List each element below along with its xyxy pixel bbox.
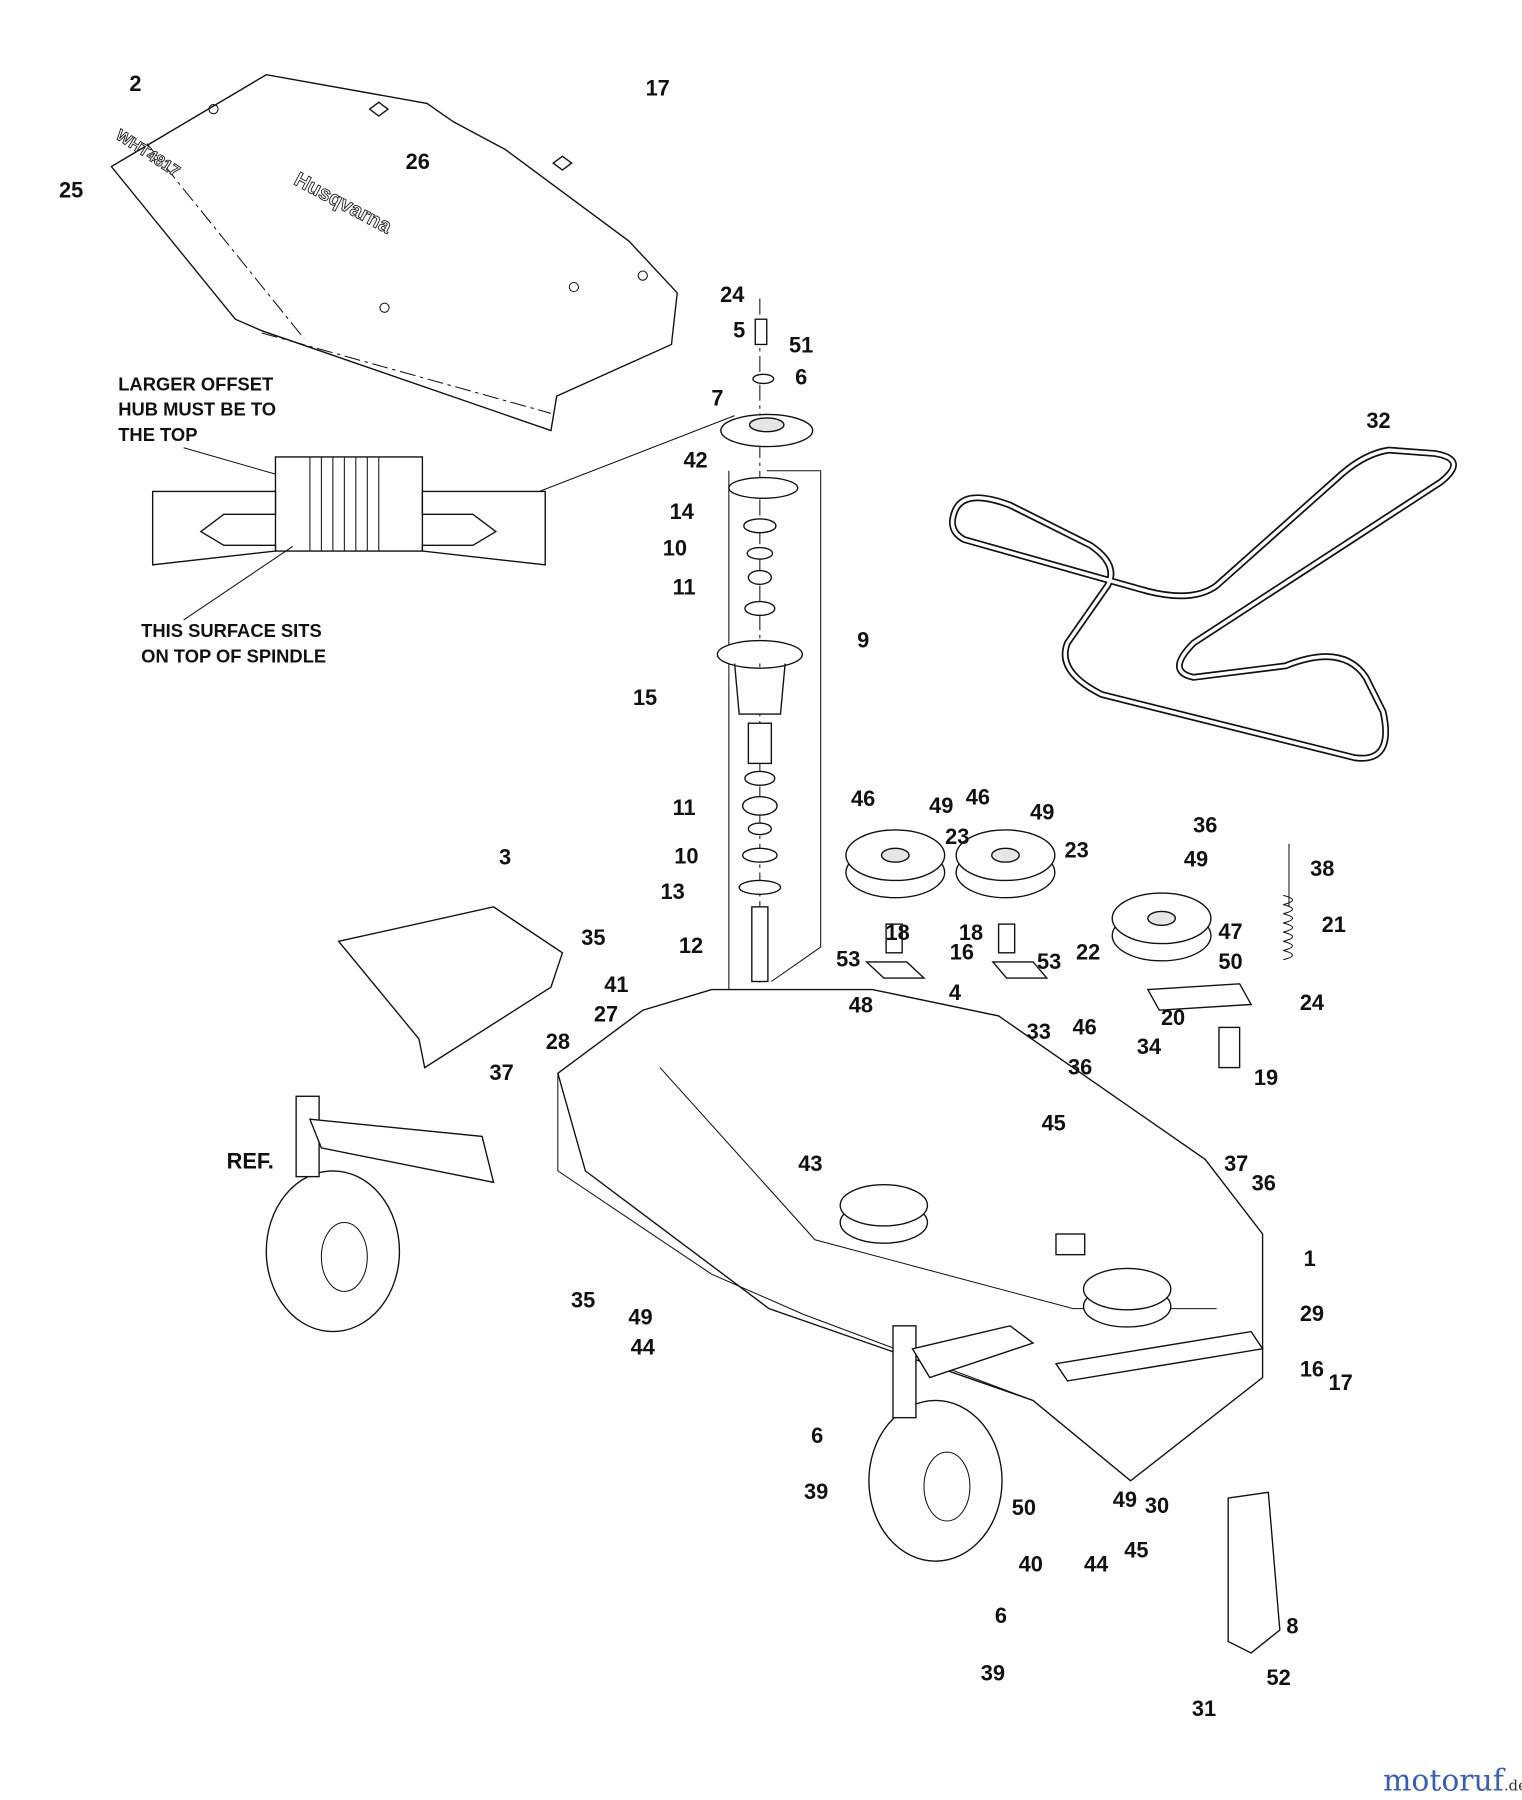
callout-label: 49: [1030, 800, 1054, 825]
callout-label: 36: [1193, 812, 1217, 837]
note-surface-line1: THIS SURFACE SITS: [141, 620, 322, 641]
callout-label: 36: [1252, 1170, 1276, 1195]
callout-label: 30: [1145, 1493, 1169, 1518]
callout-label: 36: [1068, 1054, 1092, 1079]
callout-label: 39: [804, 1479, 828, 1504]
callout-label: 4: [949, 980, 961, 1005]
drive-belt: [949, 446, 1457, 762]
callout-label: 22: [1076, 940, 1100, 965]
callout-label: 6: [811, 1423, 823, 1448]
callout-label: 33: [1027, 1019, 1051, 1044]
callout-label: 16: [950, 940, 974, 965]
callout-label: 10: [663, 536, 687, 561]
deck-cover: Husqvarna WHT4817: [110, 73, 678, 432]
note-offset-hub-line1: LARGER OFFSET: [118, 373, 274, 394]
callout-label: 38: [1310, 856, 1334, 881]
callout-label: 46: [966, 785, 990, 810]
caster-wheels: [265, 1095, 1281, 1654]
callout-label: 6: [795, 365, 807, 390]
callout-label: 15: [633, 685, 657, 710]
callout-label: 18: [959, 920, 983, 945]
callout-label: 32: [1366, 408, 1390, 433]
callout-label: 52: [1267, 1665, 1291, 1690]
callout-label: 43: [798, 1151, 822, 1176]
callout-label: 23: [1065, 838, 1089, 863]
callout-label: 24: [1300, 990, 1324, 1015]
callout-label: 51: [789, 332, 813, 357]
blade: [1227, 1491, 1281, 1654]
callout-label: 46: [851, 786, 875, 811]
callout-label: 37: [1224, 1151, 1248, 1176]
callout-label: 17: [646, 75, 670, 100]
callout-label: 18: [885, 920, 909, 945]
callout-label: 49: [1184, 847, 1208, 872]
mower-deck: [337, 906, 1264, 1482]
callout-label: 44: [631, 1335, 655, 1360]
callout-label: 53: [836, 947, 860, 972]
idler-pulleys: [845, 829, 1293, 1069]
callout-label: 10: [674, 843, 698, 868]
callout-label: 47: [1218, 919, 1242, 944]
callout-label: 39: [981, 1661, 1005, 1686]
callout-label: 40: [1019, 1551, 1043, 1576]
callout-label: 2: [129, 71, 141, 96]
note-surface-line2: ON TOP OF SPINDLE: [141, 645, 326, 666]
callout-label: 5: [733, 318, 745, 343]
callout-label: 27: [594, 1002, 618, 1027]
callout-label: 24: [720, 282, 744, 307]
callout-label: 19: [1254, 1065, 1278, 1090]
watermark-tld: .de: [1504, 1777, 1522, 1795]
callout-label: 44: [1084, 1551, 1108, 1576]
callout-label: 41: [604, 972, 628, 997]
callout-label: 14: [670, 499, 694, 524]
callout-label: REF.: [227, 1149, 274, 1174]
spindle-assembly: [716, 298, 822, 1217]
callout-label: 49: [1113, 1487, 1137, 1512]
callout-label: 50: [1218, 949, 1242, 974]
knob-icon: [552, 155, 573, 171]
callout-label: 6: [995, 1603, 1007, 1628]
pulley-detail: [151, 415, 735, 621]
callout-label: 45: [1124, 1538, 1148, 1563]
callout-label: 23: [945, 824, 969, 849]
callout-label: 35: [581, 925, 605, 950]
note-offset-hub-line2: HUB MUST BE TO: [118, 399, 276, 420]
callout-label: 9: [857, 627, 869, 652]
callout-label: 1: [1304, 1246, 1316, 1271]
callout-label: 3: [499, 844, 511, 869]
knob-icon: [368, 101, 390, 117]
callout-label: 42: [683, 447, 707, 472]
watermark-main: motoruf: [1383, 1764, 1506, 1799]
callout-label: 28: [546, 1029, 570, 1054]
callout-label: 8: [1286, 1613, 1298, 1638]
note-offset-hub-line3: THE TOP: [118, 424, 197, 445]
callout-label: 45: [1042, 1111, 1066, 1136]
callout-label: 17: [1329, 1370, 1353, 1395]
callout-label: 20: [1161, 1005, 1185, 1030]
callout-label: 49: [628, 1305, 652, 1330]
callout-label: 13: [660, 879, 684, 904]
callout-label: 34: [1137, 1034, 1161, 1059]
callout-label: 50: [1012, 1495, 1036, 1520]
callout-label: 25: [59, 178, 83, 203]
callout-label: 46: [1073, 1014, 1097, 1039]
callout-label: 16: [1300, 1356, 1324, 1381]
callout-label: 31: [1192, 1696, 1216, 1721]
callout-label: 11: [673, 575, 696, 600]
watermark: motoruf.de: [1383, 1764, 1522, 1799]
callout-label: 35: [571, 1287, 595, 1312]
callout-label: 53: [1037, 949, 1061, 974]
callout-label: 11: [673, 795, 696, 820]
callout-label: 12: [679, 933, 703, 958]
callout-label: 37: [489, 1060, 513, 1085]
callout-label: 21: [1322, 912, 1346, 937]
callout-label: 7: [711, 385, 723, 410]
callout-label: 48: [849, 992, 873, 1017]
callout-label: 49: [929, 793, 953, 818]
callout-label: 26: [406, 149, 430, 174]
callout-label: 29: [1300, 1301, 1324, 1326]
